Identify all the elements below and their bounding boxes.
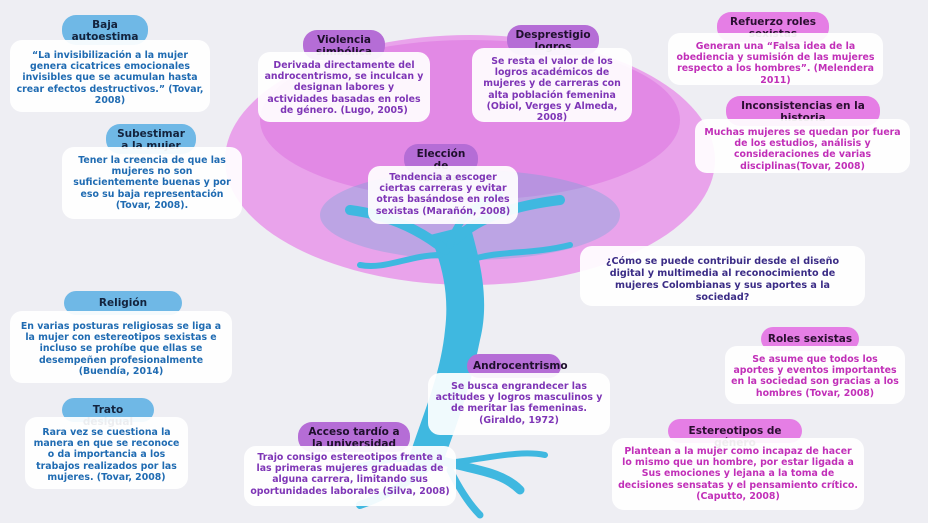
central-question: ¿Cómo se puede contribuir desde el diseñ… — [580, 246, 865, 306]
node-androcentrismo-text: Se busca engrandecer las actitudes y log… — [428, 381, 610, 426]
node-trato-desigual-text: Rara vez se cuestiona la manera en que s… — [25, 427, 188, 483]
central-question-text: ¿Cómo se puede contribuir desde el diseñ… — [588, 256, 857, 304]
node-refuerzo-box: Generan una “Falsa idea de la obediencia… — [668, 33, 883, 85]
node-desprestigio-box: Se resta el valor de los logros académic… — [472, 48, 632, 122]
node-eleccion-box: Tendencia a escoger ciertas carreras y e… — [368, 166, 518, 224]
node-religion-text: En varias posturas religiosas se liga a … — [10, 321, 232, 377]
node-baja-autoestima-box: “La invisibilización a la mujer genera c… — [10, 40, 210, 112]
node-estereotipos-text: Plantean a la mujer como incapaz de hace… — [612, 446, 864, 502]
node-inconsistencias-text: Muchas mujeres se quedan por fuera de lo… — [695, 127, 910, 172]
node-subestimar-text: Tener la creencia de que las mujeres no … — [62, 155, 242, 211]
node-violencia-box: Derivada directamente del androcentrismo… — [258, 52, 430, 122]
node-violencia-text: Derivada directamente del androcentrismo… — [258, 60, 430, 116]
node-acceso-text: Trajo consigo estereotipos frente a las … — [244, 452, 456, 497]
node-religion-box: En varias posturas religiosas se liga a … — [10, 311, 232, 383]
node-roles-text: Se asume que todos los aportes y eventos… — [725, 354, 905, 399]
node-eleccion-text: Tendencia a escoger ciertas carreras y e… — [368, 172, 518, 217]
node-androcentrismo-box: Se busca engrandecer las actitudes y log… — [428, 373, 610, 435]
node-subestimar-box: Tener la creencia de que las mujeres no … — [62, 147, 242, 219]
node-baja-autoestima-text: “La invisibilización a la mujer genera c… — [10, 50, 210, 106]
node-desprestigio-text: Se resta el valor de los logros académic… — [472, 56, 632, 123]
node-roles-box: Se asume que todos los aportes y eventos… — [725, 346, 905, 404]
node-trato-desigual-box: Rara vez se cuestiona la manera en que s… — [25, 417, 188, 489]
node-inconsistencias-box: Muchas mujeres se quedan por fuera de lo… — [695, 119, 910, 173]
node-estereotipos-box: Plantean a la mujer como incapaz de hace… — [612, 438, 864, 510]
node-refuerzo-text: Generan una “Falsa idea de la obediencia… — [668, 41, 883, 86]
node-acceso-box: Trajo consigo estereotipos frente a las … — [244, 446, 456, 506]
